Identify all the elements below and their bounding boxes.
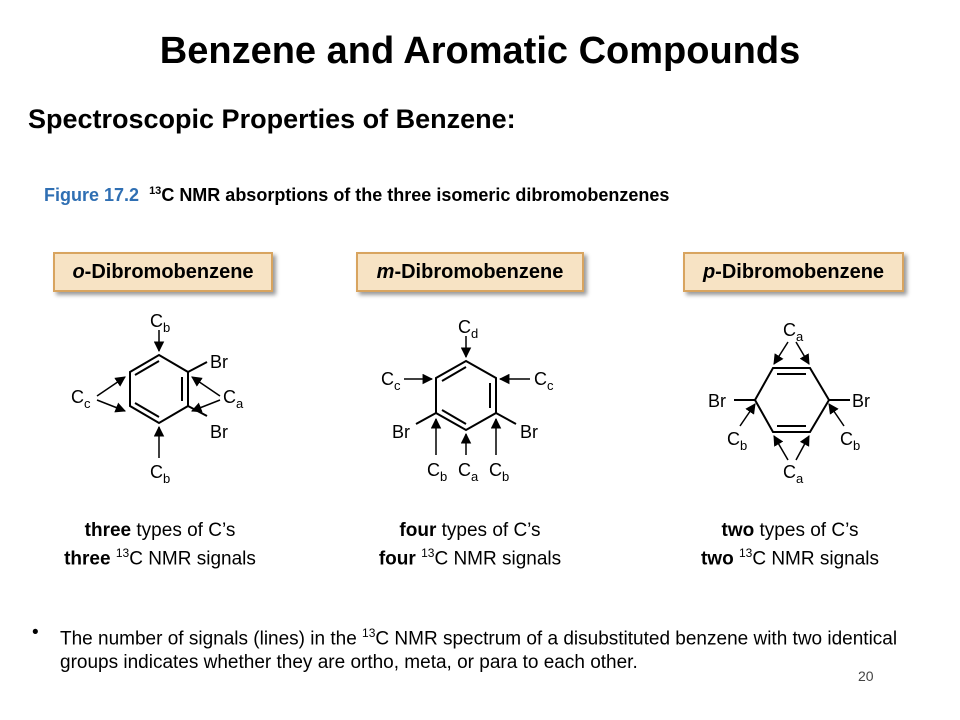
- ortho-label-top: Cb: [150, 311, 170, 335]
- ortho-signals-sup: 13: [115, 546, 130, 560]
- para-summary: two types of C’s two 13C NMR signals: [680, 519, 900, 570]
- caption-superscript: 13: [149, 185, 162, 197]
- meta-label-left: Cc: [381, 369, 401, 393]
- para-label-top: Ca: [783, 320, 804, 344]
- ortho-signals-text: C NMR signals: [129, 548, 256, 570]
- ortho-prefix: o: [72, 261, 85, 283]
- ortho-count: three: [84, 520, 132, 541]
- meta-prefix: m: [376, 261, 395, 283]
- ortho-benzene-ring: [129, 353, 189, 425]
- ortho-label-right: Ca: [223, 387, 244, 411]
- para-prefix: p: [702, 261, 716, 283]
- meta-label-top: Cd: [458, 317, 478, 341]
- ortho-summary: three types of C’s three 13C NMR signals: [50, 519, 270, 570]
- page-number: 20: [858, 668, 874, 684]
- para-br-left: Br: [708, 391, 726, 411]
- meta-summary: four types of C’s four 13C NMR signals: [355, 519, 585, 570]
- meta-br-right: Br: [520, 422, 538, 442]
- ortho-label-bottom: Cb: [150, 462, 170, 486]
- ortho-count-2: three: [64, 548, 111, 570]
- ortho-br-lower: Br: [210, 422, 228, 442]
- ortho-label-left: Cc: [71, 387, 91, 411]
- figure-caption: Figure 17.2 13C NMR absorptions of the t…: [44, 185, 669, 206]
- bullet-text: The number of signals (lines) in the 13C…: [60, 626, 898, 674]
- ortho-types-text: types of C’s: [131, 520, 236, 541]
- meta-label-bottom-center: Ca: [458, 460, 479, 484]
- slide-title: Benzene and Aromatic Compounds: [159, 30, 801, 72]
- para-name: -Dibromobenzene: [715, 261, 885, 283]
- meta-name-box: m-Dibromobenzene: [356, 252, 584, 292]
- para-label-lower-right: Cb: [840, 429, 860, 453]
- meta-label-bottom-left: Cb: [427, 460, 447, 484]
- para-name-box: p-Dibromobenzene: [683, 252, 904, 292]
- para-structure: Br Br Ca Ca Cb Cb: [708, 320, 870, 486]
- meta-types-text: types of C’s: [436, 520, 541, 541]
- bullet-superscript: 13: [362, 626, 376, 640]
- para-count: two: [721, 520, 755, 541]
- para-count-2: two: [700, 548, 734, 570]
- meta-label-bottom-right: Cb: [489, 460, 509, 484]
- ortho-br-upper: Br: [210, 352, 228, 372]
- bullet-symbol: •: [32, 622, 39, 643]
- para-label-bottom: Ca: [783, 462, 804, 486]
- ortho-name: -Dibromobenzene: [84, 261, 254, 283]
- para-signals-text: C NMR signals: [752, 548, 880, 570]
- meta-signals-sup: 13: [421, 546, 435, 560]
- meta-benzene-ring: [435, 359, 497, 432]
- slide-subtitle: Spectroscopic Properties of Benzene:: [28, 104, 516, 134]
- para-signals-sup: 13: [738, 546, 753, 560]
- meta-br-left: Br: [392, 422, 410, 442]
- para-types-text: types of C’s: [754, 520, 859, 541]
- caption-text: C NMR absorptions of the three isomeric …: [161, 185, 670, 205]
- meta-label-right: Cc: [534, 369, 554, 393]
- ortho-structure: Br Br Cb Cc Ca Cb: [71, 311, 244, 486]
- meta-signals-text: C NMR signals: [434, 548, 562, 570]
- meta-count: four: [399, 520, 437, 541]
- para-br-right: Br: [852, 391, 870, 411]
- figure-number: Figure 17.2: [44, 185, 140, 205]
- para-label-lower-left: Cb: [727, 429, 747, 453]
- para-benzene-ring: [753, 367, 831, 433]
- meta-count-2: four: [378, 548, 416, 570]
- meta-name: -Dibromobenzene: [394, 261, 564, 283]
- meta-structure: Br Br Cd Cc Cc Cb Ca Cb: [381, 317, 554, 484]
- ortho-name-box: o-Dibromobenzene: [53, 252, 273, 292]
